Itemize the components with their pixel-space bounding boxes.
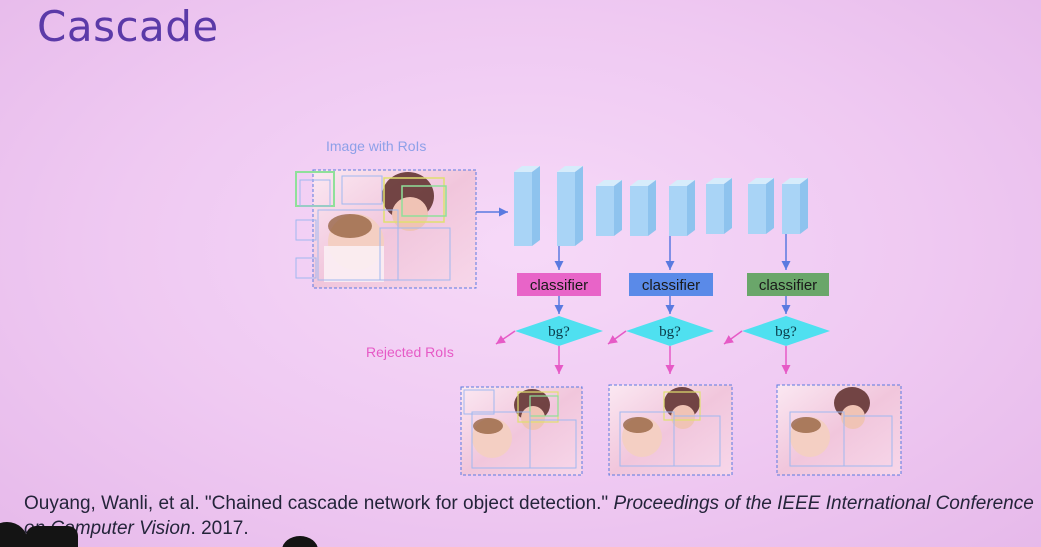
cnn-feature-maps (514, 166, 808, 246)
bg-decision-diamond-1 (515, 316, 603, 346)
bg-decision-label-2: bg? (659, 324, 681, 340)
cascade-stage-2: classifier bg? (607, 236, 714, 374)
image-with-rois-label: Image with RoIs (326, 138, 427, 154)
classifier-label-3: classifier (759, 277, 817, 294)
webcam-overlay-blob-3 (282, 536, 318, 547)
citation-text: Ouyang, Wanli, et al. "Chained cascade n… (24, 493, 614, 514)
webcam-overlay-blob-2 (26, 526, 78, 547)
bg-decision-label-1: bg? (548, 324, 570, 340)
bg-decision-diamond-2 (626, 316, 714, 346)
citation-venue: Proceedings of the IEEE International Co… (24, 493, 1034, 539)
output-image-stage-1 (460, 386, 583, 476)
bg-decision-diamond-3 (742, 316, 830, 346)
citation-year: . 2017. (190, 518, 249, 539)
slide-title: Cascade (37, 2, 219, 51)
output-image-stage-2 (608, 384, 733, 476)
input-image-with-rois (295, 169, 477, 289)
output-image-stage-3 (776, 384, 902, 476)
rejected-rois-label: Rejected RoIs (366, 344, 454, 360)
classifier-label-1: classifier (530, 277, 588, 294)
classifier-box-1 (517, 273, 601, 296)
classifier-box-2 (629, 273, 713, 296)
classifier-box-3 (747, 273, 829, 296)
cascade-stage-1: classifier bg? (495, 246, 603, 374)
cascade-stage-3: classifier bg? (723, 234, 830, 374)
bg-decision-label-3: bg? (775, 324, 797, 340)
citation: Ouyang, Wanli, et al. "Chained cascade n… (24, 491, 1034, 541)
classifier-label-2: classifier (642, 277, 700, 294)
